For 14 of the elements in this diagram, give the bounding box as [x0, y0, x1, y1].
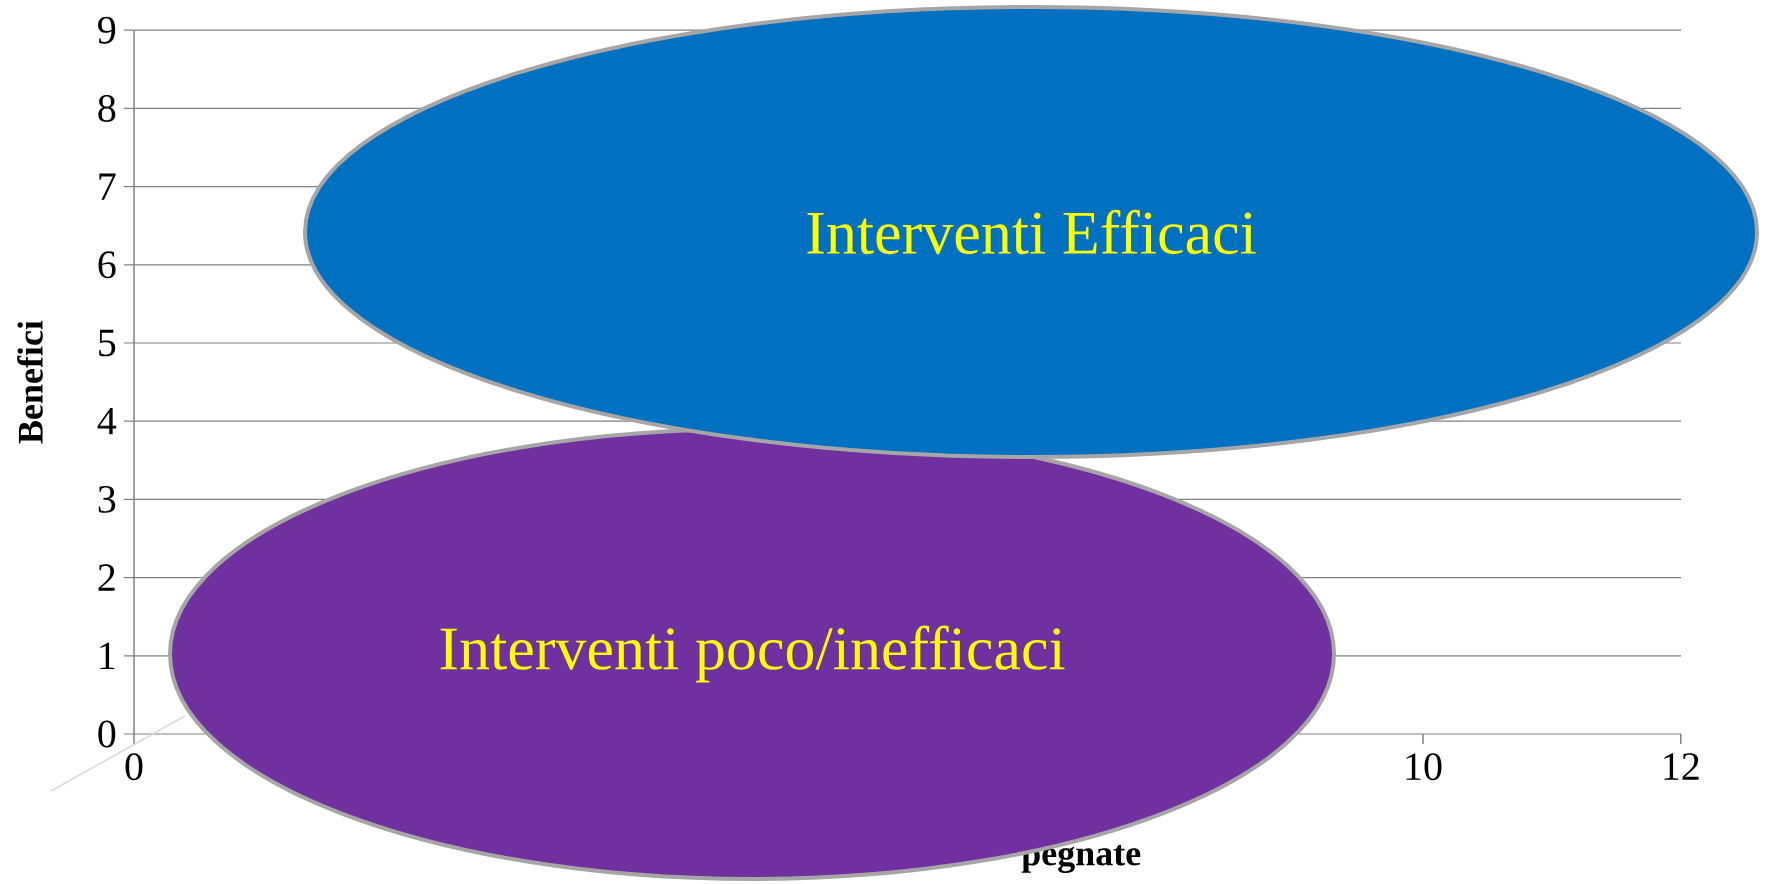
tick-label: 1 — [100, 642, 115, 669]
axis-title: pegnate — [1021, 844, 1141, 874]
tick-label: 4 — [97, 408, 117, 435]
tick-label: 12 — [1664, 753, 1699, 780]
tick-label: 0 — [98, 720, 116, 748]
tick-label: 2 — [98, 564, 115, 591]
tick-label: 8 — [98, 94, 116, 122]
tick-label: 7 — [99, 173, 116, 200]
tick-label: 6 — [98, 251, 116, 279]
axis-title: Benefici — [17, 320, 43, 444]
tick-label: 5 — [99, 329, 116, 357]
tick-label: 3 — [98, 485, 116, 513]
tick-label: 10 — [1406, 753, 1442, 781]
tick-label: 9 — [98, 16, 116, 44]
